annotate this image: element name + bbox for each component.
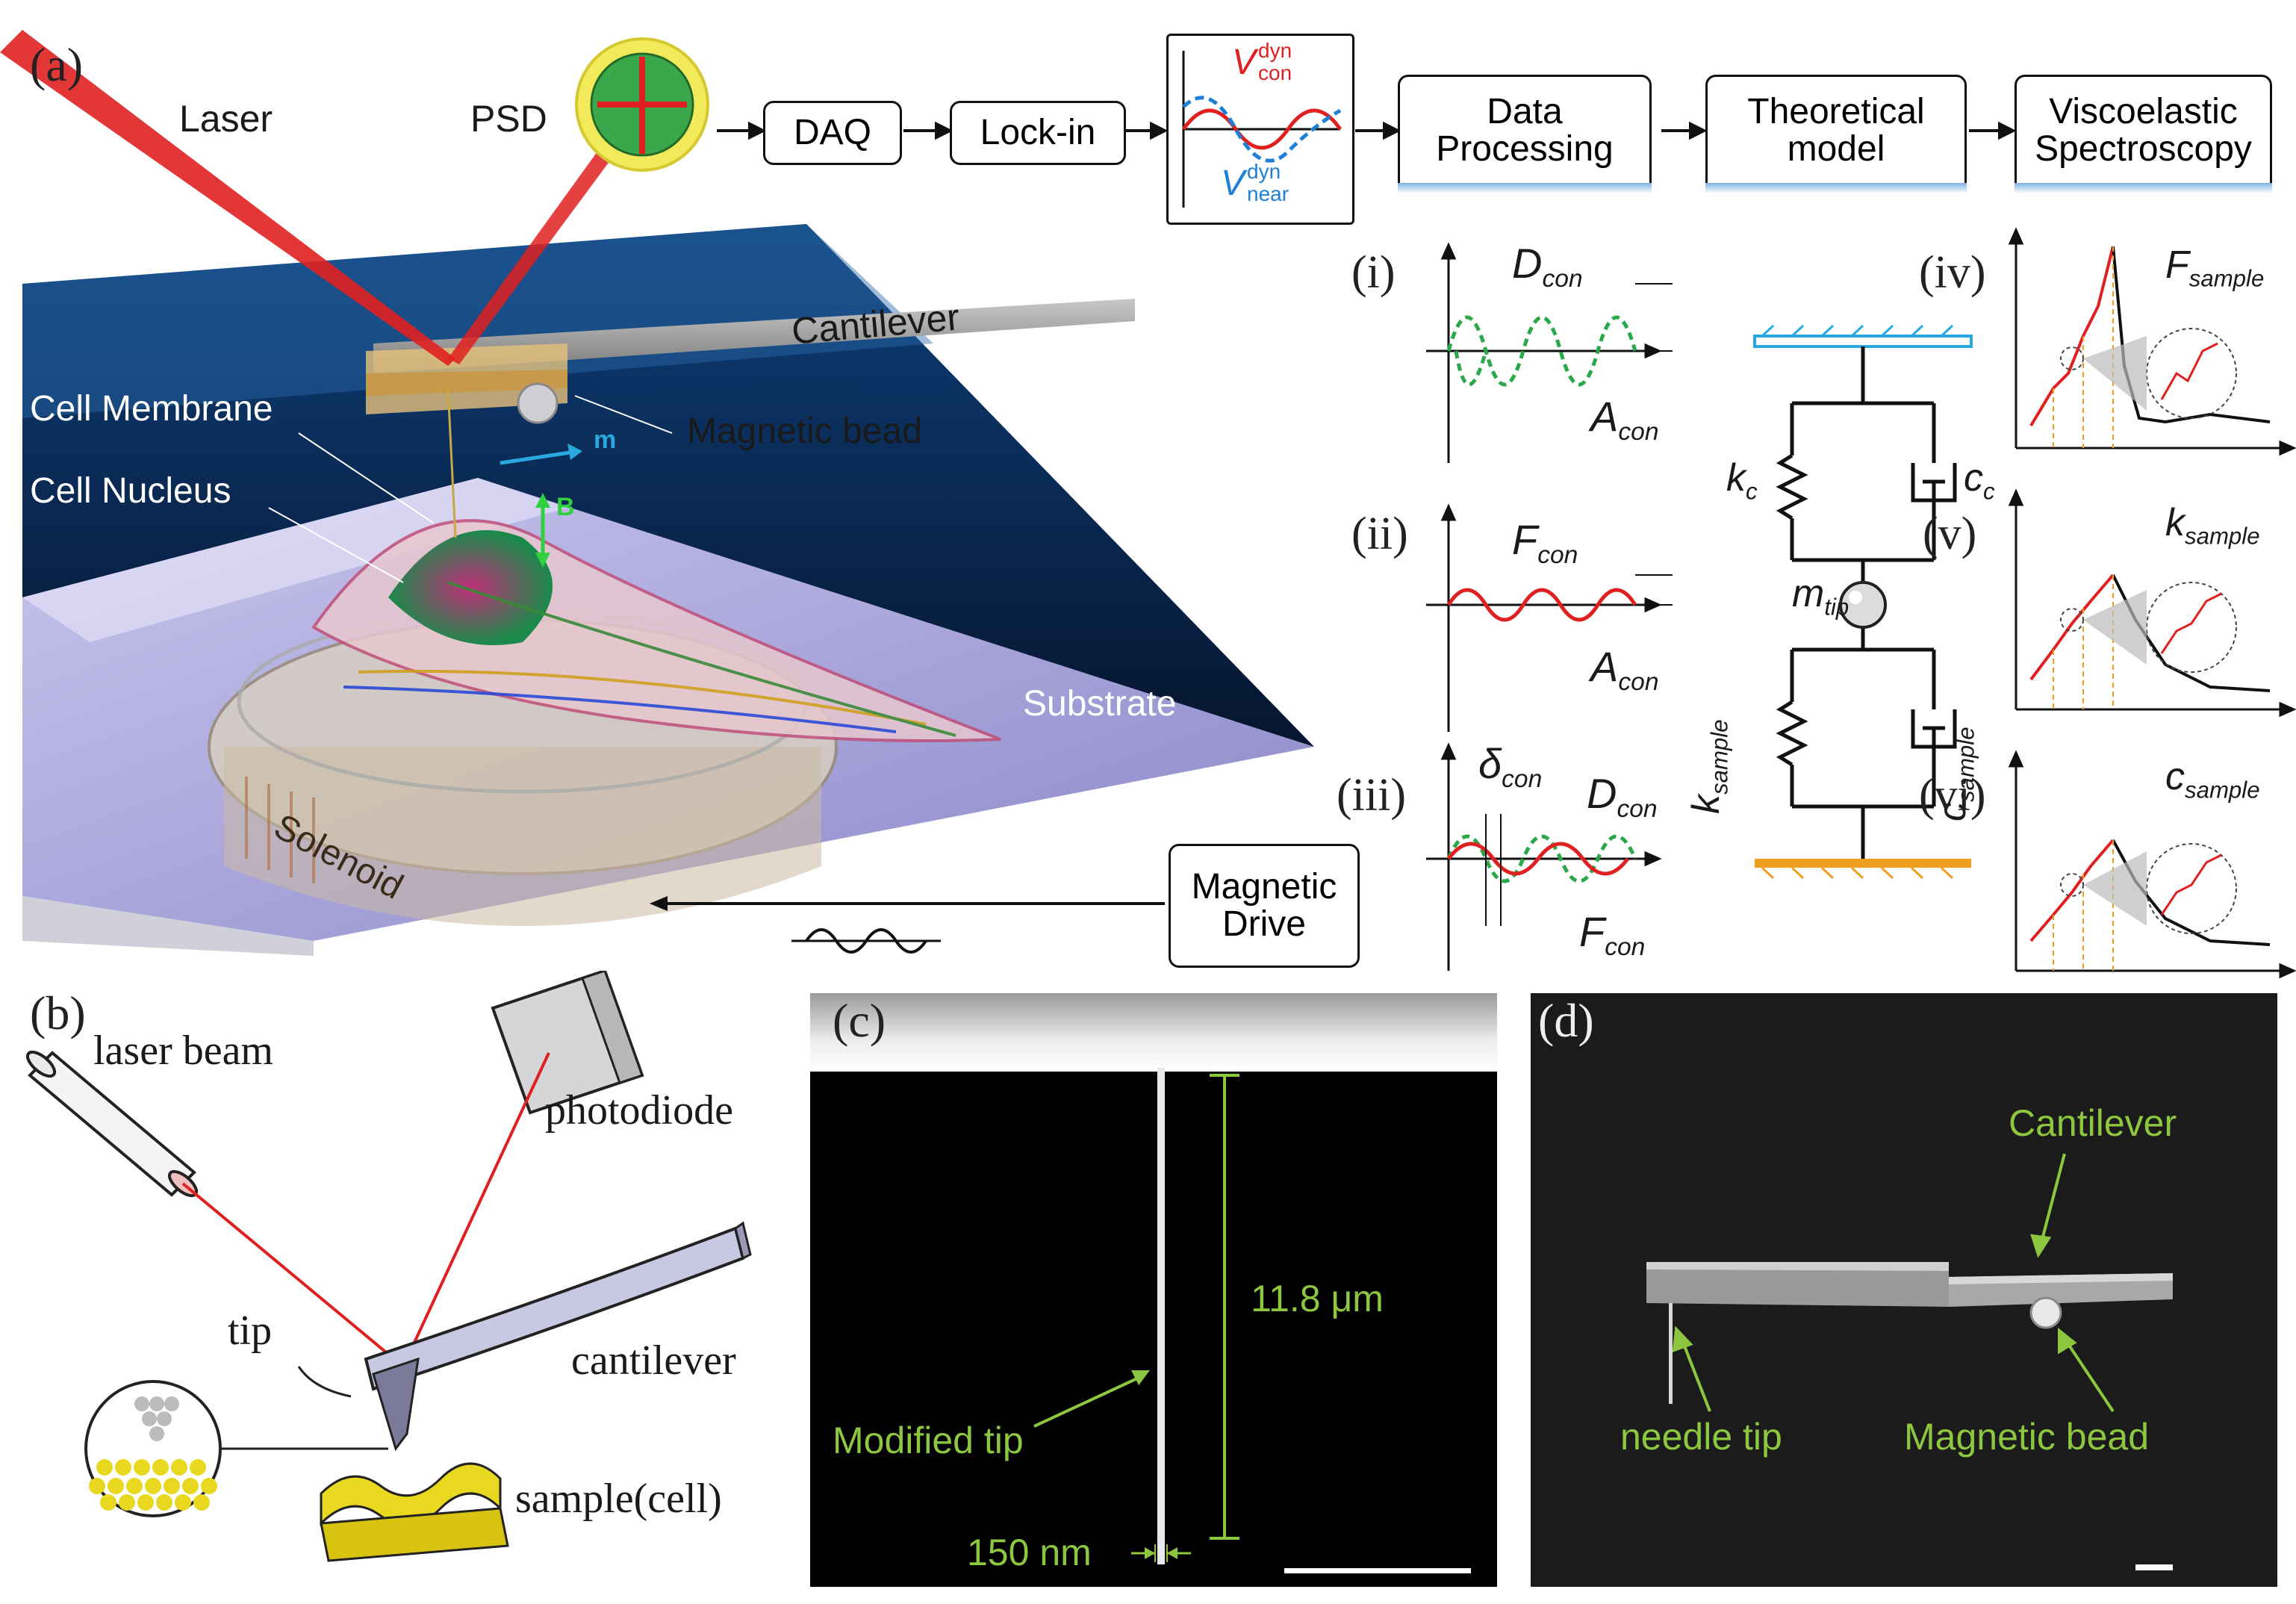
magnetic-drive-line2: Drive	[1222, 904, 1306, 944]
laser-beam-in	[0, 30, 455, 366]
panel-b-label: (b)	[30, 986, 86, 1039]
length-label: 11.8 μm	[1251, 1278, 1384, 1319]
magnetic-drive-line1: Magnetic	[1191, 866, 1337, 907]
cantilever-label-d: Cantilever	[2009, 1102, 2177, 1144]
delta-con-label: δcon	[1478, 740, 1543, 794]
step-line1: Data	[1487, 91, 1563, 131]
subpanel-i-label: (i)	[1351, 247, 1396, 298]
photodiode-label: photodiode	[545, 1087, 733, 1134]
subpanel-v-label: (v)	[1923, 509, 1977, 559]
magnetic-bead-label-a: Magnetic bead	[687, 411, 922, 451]
step-line1: Viscoelastic	[2049, 91, 2238, 131]
cantilever-label-b: cantilever	[571, 1337, 736, 1384]
subpanel-plots-right	[2008, 227, 2296, 978]
signal-waves	[1181, 51, 1343, 208]
d-con-label: Dcon	[1512, 240, 1583, 293]
daq-box: DAQ	[763, 101, 902, 165]
sample-block	[320, 1462, 509, 1562]
step-line1: Theoretical	[1747, 91, 1925, 131]
drive-arrow	[650, 896, 1165, 954]
sample-label: sample(cell)	[515, 1476, 722, 1522]
f-con-label-iii: Fcon	[1579, 908, 1646, 962]
d-con-label-iii: Dcon	[1587, 770, 1658, 824]
step-line2: model	[1787, 129, 1885, 169]
panel-c-label: (c)	[833, 994, 886, 1047]
laser-tube	[25, 1050, 199, 1198]
tip-zoom-circle	[84, 1380, 388, 1517]
psd-detector	[575, 37, 709, 172]
panel-a-scene	[0, 30, 1314, 956]
panel-c-top-surface	[810, 993, 1497, 1072]
step-line2: Processing	[1436, 129, 1614, 169]
cell-membrane-label: Cell Membrane	[30, 389, 273, 429]
v-con-sup: dyn	[1258, 39, 1292, 62]
laser-label: Laser	[179, 98, 273, 140]
scale-bar-c	[1284, 1568, 1471, 1573]
modified-tip-label: Modified tip	[833, 1420, 1024, 1461]
magnetic-bead-3d	[517, 382, 559, 424]
subpanel-ii-label: (ii)	[1351, 509, 1408, 559]
panel-d-label: (d)	[1538, 994, 1594, 1047]
photodiode-block	[491, 971, 644, 1115]
k-sample-plot-label: ksample	[2165, 501, 2260, 550]
cc-label: cc	[1964, 456, 1995, 505]
subpanel-iii-label: (iii)	[1337, 770, 1406, 821]
b-label: B	[556, 493, 575, 521]
m-tip-label: mtip	[1792, 572, 1849, 621]
laser-beam-label: laser beam	[93, 1028, 273, 1074]
lockin-box: Lock-in	[950, 101, 1126, 165]
magnetic-bead-label-d: Magnetic bead	[1904, 1416, 2150, 1458]
subpanel-vi-label: (vi)	[1919, 770, 1986, 821]
scale-bar-d	[2135, 1564, 2173, 1570]
magnetic-drive-box: Magnetic Drive	[1169, 844, 1360, 968]
width-label: 150 nm	[967, 1532, 1092, 1573]
kelvin-voigt-model	[1753, 324, 1973, 880]
subpanel-plots-left	[1426, 242, 1673, 971]
m-label: m	[594, 426, 617, 454]
psd-label: PSD	[470, 98, 547, 140]
panel-a-label: (a)	[30, 38, 84, 91]
flow-arrows	[717, 121, 2017, 140]
panel-b-illustration	[25, 971, 752, 1562]
c-sample-plot-label: csample	[2165, 755, 2260, 803]
a-con-label-ii: Acon	[1590, 643, 1659, 697]
panel-d: (d) Cantilever needle tip Magnetic bead	[1531, 993, 2277, 1587]
needle-tip-label: needle tip	[1620, 1416, 1782, 1458]
f-sample-label: Fsample	[2165, 243, 2265, 292]
v-con-sub: con	[1258, 61, 1292, 84]
substrate-label: Substrate	[1023, 684, 1177, 724]
a-con-label-i: Acon	[1590, 393, 1659, 447]
cell-nucleus	[388, 530, 553, 645]
kc-label: kc	[1726, 456, 1758, 505]
subpanel-iv-label: (iv)	[1919, 247, 1986, 298]
k-sample-label: ksample	[1684, 719, 1733, 814]
f-con-label-ii: Fcon	[1512, 516, 1578, 570]
step-line2: Spectroscopy	[2035, 129, 2252, 169]
signal-box: V dyn con V dyn near	[1166, 34, 1354, 225]
cantilever-b	[364, 1221, 752, 1452]
v-near-sub: near	[1247, 182, 1289, 205]
panel-c-annotations	[1033, 1068, 1471, 1573]
tip-label: tip	[228, 1308, 273, 1354]
panel-d-illustration	[1646, 1153, 2173, 1570]
v-near-label: V	[1221, 164, 1245, 203]
panel-c: (c) 11.8 μm Modified tip 150 nm	[810, 993, 1497, 1587]
front-slab	[22, 896, 314, 956]
cell-nucleus-label: Cell Nucleus	[30, 471, 231, 511]
v-con-label: V	[1232, 43, 1257, 82]
v-near-sup: dyn	[1247, 160, 1281, 183]
